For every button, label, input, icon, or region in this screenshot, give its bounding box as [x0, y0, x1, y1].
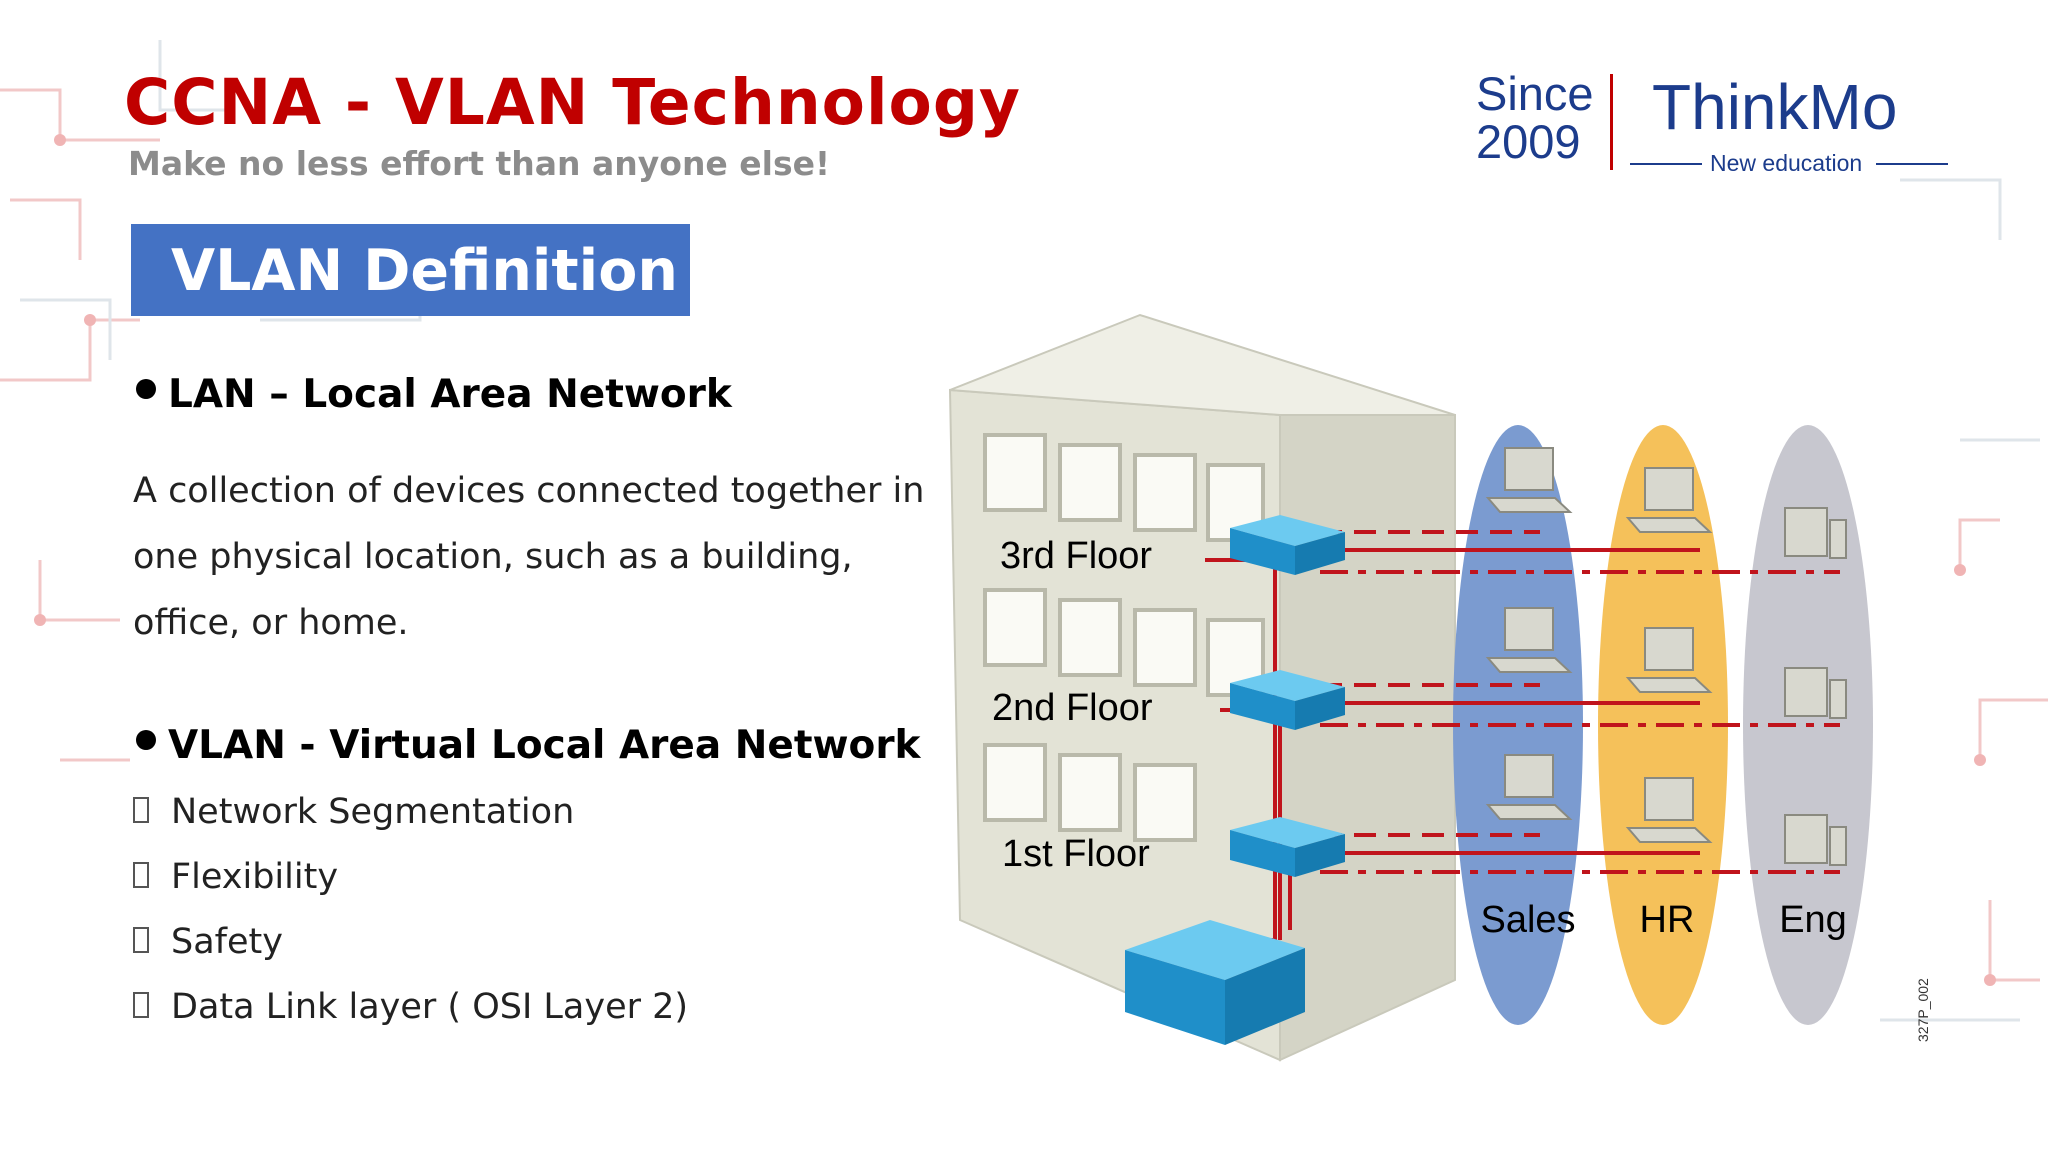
switch-icon: [1230, 515, 1345, 575]
logo-brand: ThinkMo: [1652, 71, 1898, 143]
vlan-item: Data Link layer ( OSI Layer 2): [133, 987, 688, 1027]
vlan-heading-text: VLAN - Virtual Local Area Network: [168, 723, 921, 768]
vlan-item-label: Safety: [171, 922, 283, 962]
logo-tagline: New education: [1710, 150, 1863, 176]
computer-icon: [1485, 754, 1573, 820]
vlan-item-label: Network Segmentation: [171, 792, 575, 832]
bullet-dot-icon: [136, 379, 156, 399]
vlan-item-label: Data Link layer ( OSI Layer 2): [171, 987, 689, 1027]
logo-since: Since 2009: [1476, 70, 1594, 166]
group-label-sales: Sales: [1480, 899, 1575, 941]
vlan-item: Network Segmentation: [133, 792, 574, 832]
vlan-building-diagram: 3rd Floor 2nd Floor 1st Floor Sales HR E…: [948, 313, 1931, 1062]
computer-icon: [1485, 447, 1573, 513]
floor-label: 3rd Floor: [1000, 535, 1152, 577]
computer-icon: [1625, 777, 1713, 843]
vlan-heading: VLAN - Virtual Local Area Network: [136, 723, 920, 768]
logo-since-year: 2009: [1476, 115, 1581, 168]
computer-icon: [1485, 607, 1573, 673]
section-heading-box: VLAN Definition: [131, 224, 690, 316]
logo-divider: [1610, 74, 1613, 170]
workstation-icon: [1784, 814, 1847, 866]
thinkmo-logo: Since 2009 ThinkMo New education: [1476, 70, 1948, 190]
bullet-dot-icon: [136, 730, 156, 750]
page-subtitle: Make no less effort than anyone else!: [128, 144, 831, 183]
building-illustration: [948, 313, 1456, 1062]
lan-heading-text: LAN – Local Area Network: [168, 372, 732, 417]
logo-rule-right: [1876, 163, 1948, 165]
vlan-item-label: Flexibility: [171, 857, 339, 897]
lan-heading: LAN – Local Area Network: [136, 372, 732, 417]
vlan-item: Flexibility: [133, 857, 338, 897]
core-switch-icon: [1125, 920, 1305, 1045]
lan-description: A collection of devices connected togeth…: [133, 471, 925, 643]
workstation-icon: [1784, 507, 1847, 559]
bullet-box-icon: [133, 797, 149, 823]
floor-label: 1st Floor: [1002, 833, 1150, 875]
switch-icon: [1230, 817, 1345, 877]
workstation-icon: [1784, 667, 1847, 719]
section-heading: VLAN Definition: [171, 238, 678, 304]
figure-id: 327P_002: [1915, 978, 1931, 1042]
group-label-eng: Eng: [1779, 899, 1847, 941]
bullet-box-icon: [133, 862, 149, 888]
vlan-item: Safety: [133, 922, 283, 962]
switch-icon: [1230, 670, 1345, 730]
group-label-hr: HR: [1640, 899, 1695, 941]
bullet-box-icon: [133, 927, 149, 953]
logo-rule-left: [1630, 163, 1702, 165]
computer-icon: [1625, 467, 1713, 533]
bullet-box-icon: [133, 992, 149, 1018]
sales-vlan-ellipse: [1453, 425, 1583, 1025]
floor-label: 2nd Floor: [992, 687, 1153, 729]
computer-icon: [1625, 627, 1713, 693]
logo-since-label: Since: [1476, 67, 1594, 120]
page-title: CCNA - VLAN Technology: [124, 66, 1021, 139]
